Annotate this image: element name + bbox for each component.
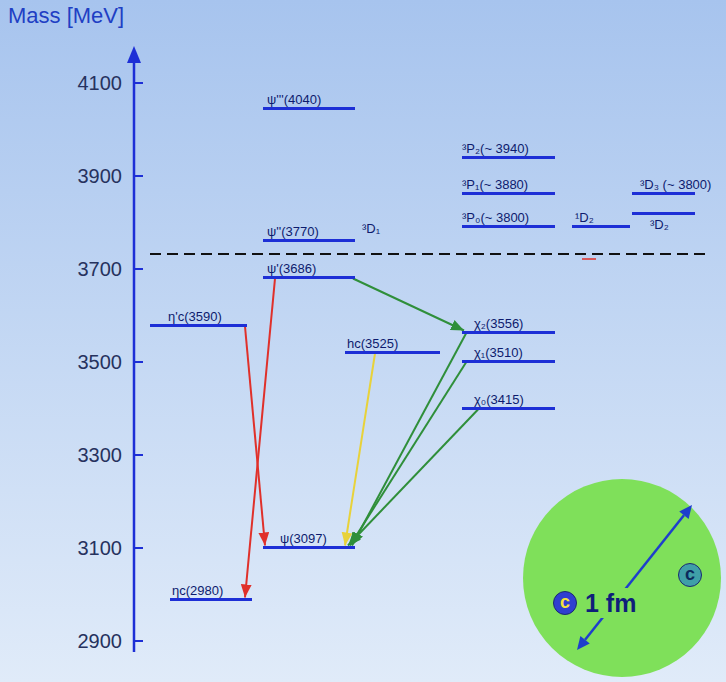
axis-tick	[134, 361, 143, 363]
axis-tick	[134, 82, 143, 84]
level-label: ψ(3097)	[263, 531, 355, 546]
size-arrowhead	[679, 505, 692, 519]
level-label: ³D₁	[362, 221, 380, 236]
circle-fill	[523, 479, 721, 677]
tick-label: 4100	[62, 71, 122, 95]
level-label: ³P₂(~ 3940)	[462, 141, 555, 156]
level-label: χ₁(3510)	[462, 345, 555, 360]
energy-level: ³D₃ (~ 3800)	[632, 177, 695, 195]
transition-arrow	[350, 363, 466, 546]
axis-tick	[134, 268, 143, 270]
tick-label: 3900	[62, 164, 122, 188]
level-label: ¹D₂	[572, 210, 630, 225]
energy-level: ψ(3097)	[263, 531, 355, 549]
energy-level: χ₁(3510)	[462, 345, 555, 363]
transition-arrow	[245, 327, 265, 546]
axis-tick	[134, 454, 143, 456]
quark-circle: c	[678, 563, 702, 587]
level-label: ³D₂	[632, 215, 695, 232]
tick-label: 3500	[62, 350, 122, 374]
level-label: χ₀(3415)	[462, 392, 555, 407]
energy-level: ψ'''(4040)	[263, 92, 355, 110]
quark-circle: c	[553, 591, 577, 615]
level-label: χ₂(3556)	[462, 316, 555, 331]
tick-label: 3100	[62, 536, 122, 560]
energy-level: hc(3525)	[345, 336, 440, 354]
tick-label: 2900	[62, 629, 122, 653]
energy-level: ¹D₂	[572, 210, 630, 228]
level-label: ψ''(3770)	[263, 224, 355, 239]
transition-arrow	[353, 279, 464, 331]
level-label: hc(3525)	[345, 336, 440, 351]
energy-level: ³P₂(~ 3940)	[462, 141, 555, 159]
energy-level: ³D₂	[632, 212, 695, 232]
level-label: ψ'''(4040)	[263, 92, 355, 107]
tick-label: 3300	[62, 443, 122, 467]
axis-arrowhead	[127, 46, 141, 63]
energy-level: ψ'(3686)	[263, 261, 355, 279]
red-mark	[582, 258, 596, 260]
energy-level: χ₀(3415)	[462, 392, 555, 410]
axis-tick	[134, 547, 143, 549]
mass-axis	[133, 60, 136, 652]
energy-level: ψ''(3770)³D₁	[263, 224, 355, 242]
axis-ticks	[134, 83, 143, 641]
transition-arrow	[345, 354, 375, 546]
size-arrow	[585, 515, 684, 640]
tick-label: 3700	[62, 257, 122, 281]
level-label: ηc(2980)	[170, 583, 252, 598]
size-arrowhead	[577, 636, 590, 650]
level-label: ³D₃ (~ 3800)	[632, 177, 695, 192]
quark-label: c	[679, 564, 701, 584]
axis-tick	[134, 175, 143, 177]
axis-tick	[134, 640, 143, 642]
level-label: ³P₀(~ 3800)	[462, 210, 555, 225]
energy-level: η'c(3590)	[150, 309, 247, 327]
axis-title: Mass [MeV]	[8, 4, 208, 28]
transition-arrow	[348, 410, 478, 546]
energy-level: ³P₀(~ 3800)	[462, 210, 555, 228]
transition-arrow	[245, 279, 275, 598]
level-label: η'c(3590)	[150, 309, 247, 324]
level-label: ³P₁(~ 3880)	[462, 177, 555, 192]
threshold-line	[150, 253, 705, 255]
meson-size-circle: 1 fm c c	[522, 478, 722, 678]
energy-level: χ₂(3556)	[462, 316, 555, 334]
quark-label: c	[554, 592, 576, 612]
level-label: ψ'(3686)	[263, 261, 355, 276]
size-label: 1 fm	[582, 588, 639, 618]
energy-level: ηc(2980)	[170, 583, 252, 601]
energy-level: ³P₁(~ 3880)	[462, 177, 555, 195]
